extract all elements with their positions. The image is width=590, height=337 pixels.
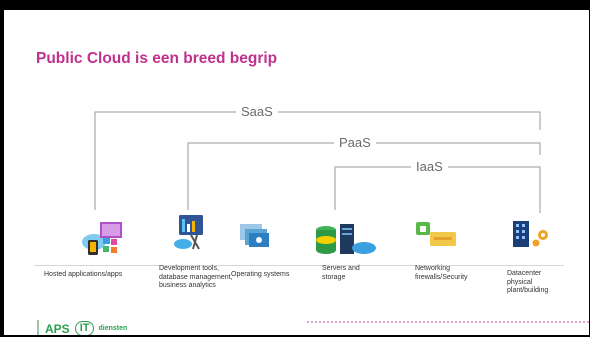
logo-suffix: diensten xyxy=(98,325,128,332)
tier-brackets xyxy=(94,111,541,213)
saas-bracket xyxy=(94,111,541,210)
slide: Public Cloud is een breed begrip SaaS Pa… xyxy=(4,10,589,335)
tier-label-saas: SaaS xyxy=(236,104,278,119)
apps-icon xyxy=(82,222,122,255)
operating-systems-icon xyxy=(240,224,269,247)
dev-tools-icon xyxy=(174,215,203,250)
tier-label-iaas: IaaS xyxy=(411,159,448,174)
tier-label-paas: PaaS xyxy=(334,135,376,150)
decorative-dots xyxy=(307,321,589,323)
layer-label-operating-systems: Operating systems xyxy=(231,271,290,278)
logo-it: IT xyxy=(74,321,95,335)
baseline xyxy=(34,265,564,266)
layer-label-apps: Hosted applications/apps xyxy=(44,271,123,278)
layer-label-datacenter: Datacenter physical plant/building xyxy=(507,270,549,294)
datacenter-icon xyxy=(513,221,548,247)
aps-it-logo: APS IT diensten xyxy=(37,320,127,335)
paas-bracket xyxy=(187,142,541,210)
network-security-icon xyxy=(416,222,456,246)
layer-label-servers-storage: Servers and storage xyxy=(322,265,360,281)
logo-aps: APS xyxy=(45,321,70,336)
slide-title: Public Cloud is een breed begrip xyxy=(36,50,278,67)
layer-label-dev-tools: Development tools, database management, … xyxy=(159,265,233,289)
layer-label-network-security: Networking firewalls/Security xyxy=(415,265,468,281)
servers-storage-icon xyxy=(316,224,376,254)
